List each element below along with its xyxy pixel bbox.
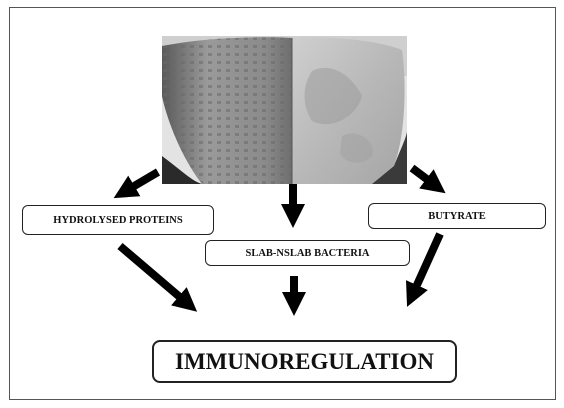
- node-slab-nslab-bacteria-label: SLAB-NSLAB BACTERIA: [245, 247, 370, 259]
- node-immunoregulation: IMMUNOREGULATION: [152, 340, 457, 383]
- node-slab-nslab-bacteria: SLAB-NSLAB BACTERIA: [205, 240, 410, 266]
- node-butyrate: BUTYRATE: [368, 203, 546, 229]
- cheese-photo-illustration: [162, 36, 407, 184]
- node-immunoregulation-label: IMMUNOREGULATION: [175, 348, 434, 374]
- node-hydrolysed-proteins: HYDROLYSED PROTEINS: [22, 205, 214, 235]
- cheese-photo: [162, 36, 407, 184]
- node-hydrolysed-proteins-label: HYDROLYSED PROTEINS: [53, 214, 183, 226]
- node-butyrate-label: BUTYRATE: [428, 210, 486, 222]
